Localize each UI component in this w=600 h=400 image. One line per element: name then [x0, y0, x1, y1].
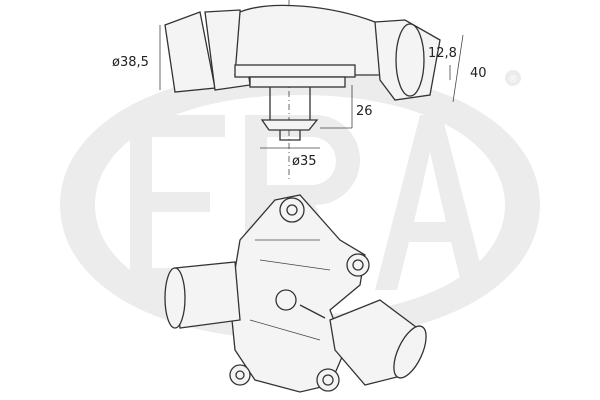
- dim-valve-diameter: ø35: [292, 154, 317, 169]
- registered-mark: ®: [508, 74, 518, 85]
- dim-outlet-offset: 12,8: [428, 46, 457, 61]
- thermostat-housing-view: [164, 194, 427, 393]
- dim-inlet-diameter: ø38,5: [112, 55, 149, 70]
- dim-outlet-height: 40: [470, 66, 487, 81]
- dim-valve-depth: 26: [356, 104, 373, 119]
- thermostat-side-view: ø38,5 12,8 40 26 ø35: [112, 0, 487, 180]
